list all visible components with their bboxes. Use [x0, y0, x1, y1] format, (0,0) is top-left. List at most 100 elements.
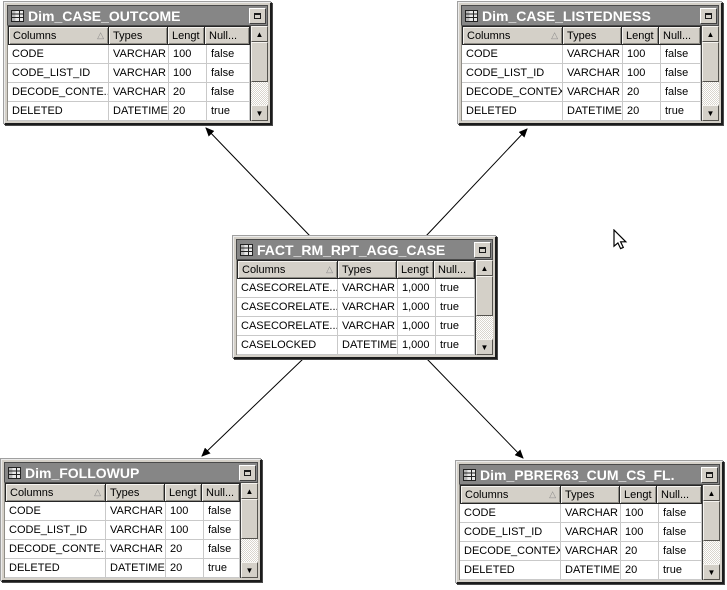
- column-header-null[interactable]: Null...: [201, 483, 240, 502]
- relationship-arrow-fact-to-dim-case-listedness[interactable]: [425, 128, 528, 237]
- scroll-down-button[interactable]: ▼: [251, 105, 268, 121]
- window-titlebar[interactable]: Dim_FOLLOWUP: [4, 462, 258, 482]
- table-window-dim-case-listedness[interactable]: Dim_CASE_LISTEDNESSColumns△TypesLengthNu…: [458, 2, 723, 125]
- column-header-length[interactable]: Length: [619, 485, 657, 504]
- column-header-null[interactable]: Null...: [433, 260, 475, 279]
- table-cell: VARCHAR: [563, 45, 623, 64]
- relationship-arrow-fact-to-dim-followup[interactable]: [201, 358, 304, 457]
- column-header-null[interactable]: Null...: [656, 485, 702, 504]
- column-header-label: Columns: [242, 263, 286, 276]
- scrollbar-thumb[interactable]: [703, 501, 720, 541]
- column-header-columns[interactable]: Columns△: [460, 485, 561, 504]
- vertical-scrollbar[interactable]: ▲▼: [702, 485, 720, 580]
- column-header-columns[interactable]: Columns△: [462, 26, 563, 45]
- scroll-up-button[interactable]: ▲: [703, 485, 720, 501]
- scrollbar-track[interactable]: [702, 82, 719, 105]
- vertical-scrollbar[interactable]: ▲▼: [250, 26, 268, 121]
- column-header-label: Types: [113, 29, 143, 42]
- minimize-button[interactable]: [249, 7, 266, 24]
- column-header-null[interactable]: Null...: [658, 26, 701, 45]
- window-titlebar[interactable]: Dim_CASE_OUTCOME: [7, 5, 268, 25]
- window-titlebar[interactable]: Dim_CASE_LISTEDNESS: [461, 5, 719, 25]
- scroll-down-button[interactable]: ▼: [702, 105, 719, 121]
- column-header-label: Columns: [10, 486, 54, 499]
- column-header-null[interactable]: Null...: [204, 26, 250, 45]
- table-cell: VARCHAR: [109, 64, 169, 83]
- scroll-down-button[interactable]: ▼: [241, 562, 258, 578]
- scrollbar-thumb[interactable]: [251, 42, 268, 82]
- scrollbar-thumb[interactable]: [241, 499, 258, 539]
- column-header-columns[interactable]: Columns△: [8, 26, 109, 45]
- scrollbar-thumb[interactable]: [476, 276, 493, 316]
- scrollbar-thumb[interactable]: [702, 42, 719, 82]
- scroll-down-button[interactable]: ▼: [703, 564, 720, 580]
- column-header-length[interactable]: Length: [621, 26, 659, 45]
- column-header-types[interactable]: Types: [337, 260, 397, 279]
- column-header-columns[interactable]: Columns△: [237, 260, 338, 279]
- scroll-up-button[interactable]: ▲: [476, 260, 493, 276]
- column-header-columns[interactable]: Columns△: [5, 483, 106, 502]
- column-header-length[interactable]: Length: [167, 26, 205, 45]
- scrollbar-track[interactable]: [476, 316, 493, 339]
- scrollbar-track[interactable]: [703, 541, 720, 564]
- relationship-arrow-fact-to-dim-case-outcome[interactable]: [205, 127, 311, 237]
- window-titlebar[interactable]: FACT_RM_RPT_AGG_CASE: [236, 239, 493, 259]
- window-titlebar[interactable]: Dim_PBRER63_CUM_CS_FL.: [459, 464, 720, 484]
- column-header-types[interactable]: Types: [108, 26, 168, 45]
- minimize-button[interactable]: [474, 241, 491, 258]
- minimize-button[interactable]: [239, 464, 256, 481]
- table-cell: true: [436, 317, 475, 336]
- minimize-button[interactable]: [700, 7, 717, 24]
- column-header-length[interactable]: Length: [164, 483, 202, 502]
- header-row: Columns△TypesLengthNull...: [462, 26, 701, 45]
- column-header-types[interactable]: Types: [105, 483, 165, 502]
- minimize-icon: [479, 246, 486, 253]
- scrollbar-track[interactable]: [251, 82, 268, 105]
- vertical-scrollbar[interactable]: ▲▼: [240, 483, 258, 578]
- column-header-label: Columns: [13, 29, 57, 42]
- scroll-up-button[interactable]: ▲: [251, 26, 268, 42]
- scrollbar-track[interactable]: [241, 539, 258, 562]
- table-cell: DATETIME: [109, 102, 169, 121]
- column-header-types[interactable]: Types: [562, 26, 622, 45]
- table-cell: DATETIME: [338, 336, 398, 355]
- column-header-label: Length: [401, 263, 429, 276]
- scroll-down-button[interactable]: ▼: [476, 339, 493, 355]
- vertical-scrollbar[interactable]: ▲▼: [701, 26, 719, 121]
- relationship-arrow-fact-to-dim-pbrer63[interactable]: [426, 358, 524, 459]
- table-cell: false: [204, 521, 240, 540]
- table-window-dim-followup[interactable]: Dim_FOLLOWUPColumns△TypesLengthNull...CO…: [1, 459, 262, 582]
- minimize-button[interactable]: [701, 466, 718, 483]
- column-header-types[interactable]: Types: [560, 485, 620, 504]
- table-cell: VARCHAR: [106, 540, 166, 559]
- table-cell: 100: [621, 523, 659, 542]
- vertical-scrollbar[interactable]: ▲▼: [475, 260, 493, 355]
- scroll-up-button[interactable]: ▲: [241, 483, 258, 499]
- column-header-length[interactable]: Length: [396, 260, 434, 279]
- table-icon: [240, 243, 253, 256]
- scroll-up-button[interactable]: ▲: [702, 26, 719, 42]
